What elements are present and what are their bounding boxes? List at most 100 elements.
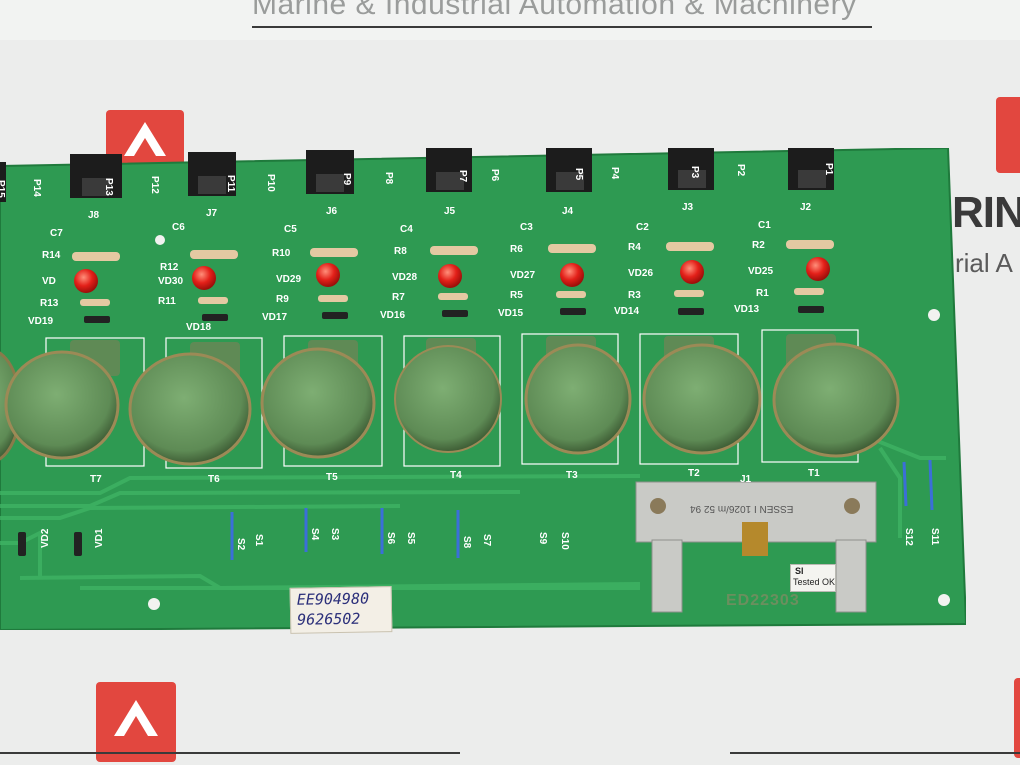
diode-label: VD13 [734,304,759,315]
transformer-label: T3 [566,470,578,481]
bottom-line-left [0,752,460,754]
tested-text: Tested OK [793,577,836,587]
led-label: VD29 [276,274,301,285]
brand-logo-bottom-left [96,682,176,762]
transformer-label: T4 [450,470,462,481]
side-brand-title: RINE [952,188,1020,237]
pin-label: P1 [823,163,834,176]
pin-label: P13 [103,178,114,196]
led-label: VD25 [748,266,773,277]
pin-label: P4 [609,167,620,180]
transformer-label: T5 [326,472,338,483]
diode-label: VD2 [40,528,51,548]
capacitor-label: C6 [172,222,185,233]
switch-label: S3 [329,528,340,541]
diode-label: VD17 [262,312,287,323]
led-indicators [74,257,830,293]
switch-label: S8 [461,536,472,549]
transformer-label: T1 [808,468,820,479]
tested-ok-label: Sl Tested OK [790,564,836,592]
resistor-label: R2 [752,240,765,251]
pin-label: P11 [225,175,236,193]
switch-label: S4 [309,528,320,541]
switch-label: S6 [385,532,396,545]
pcb-traces [0,436,946,591]
capacitor-label: C5 [284,224,297,235]
resistor-label: R1 [756,288,769,299]
diode-label: VD1 [94,528,105,548]
switch-label: S7 [481,534,492,547]
capacitor-label: C2 [636,222,649,233]
brand-logo-top-right [996,97,1020,173]
pin-label: P6 [489,169,500,182]
led-label: VD [42,276,56,287]
pin-label: P7 [457,170,468,183]
jack-label: J3 [682,202,694,213]
transformer-label: T2 [688,468,700,479]
brand-logo-bottom-right [1014,678,1020,758]
pin-label: P2 [735,164,746,177]
board-code: ED22303 [726,592,800,609]
pin-label: P10 [265,174,276,192]
diode-label: VD16 [380,310,405,321]
jack-connectors [0,148,834,202]
pin-label: P3 [689,166,700,179]
pin-label: P12 [149,176,160,194]
led-label: VD30 [158,276,183,287]
pin-label: P9 [341,173,352,186]
led-label: VD28 [392,272,417,283]
diode-label: VD18 [186,322,211,333]
resistor-label: R9 [276,294,289,305]
pin-label: P15 [0,180,6,198]
connector-label: J1 [740,474,752,485]
transformer-label: T7 [90,474,102,485]
jack-label: J4 [562,206,574,217]
diodes [18,306,824,556]
pin-label: P8 [383,172,394,185]
resistor-label: R12 [160,262,179,273]
resistor-label: R6 [510,244,523,255]
resistor-label: R10 [272,248,291,259]
switch-label: S5 [405,532,416,545]
wire-jumpers [230,459,934,560]
tested-logo: Sl [795,566,804,576]
circuit-board: J8 J7 J6 J5 J4 J3 J2 T7 T6 T5 T4 T3 T2 T1 J1 VD2 V… [0,148,966,630]
diode-label: VD15 [498,308,523,319]
sticker-line-2: 9626502 [297,609,361,629]
jack-label: J8 [88,210,100,221]
transformer-cores [0,334,900,466]
pin-label: P5 [573,168,584,181]
resistor-label: R8 [394,246,407,257]
jack-label: J6 [326,206,338,217]
resistor-label: R3 [628,290,641,301]
capacitor-label: C3 [520,222,533,233]
connector-print: ESSEN I 1026/m 52 94 [690,503,794,514]
switch-label: S2 [235,538,246,551]
ribbon-connector [635,481,877,613]
led-label: VD26 [628,268,653,279]
jack-label: J5 [444,206,456,217]
capacitor-label: C4 [400,224,413,235]
bottom-line-right [730,752,1020,754]
side-brand-subtitle: rial A [955,248,1013,278]
resistor-label: R14 [42,250,61,261]
watermark-underline [252,26,872,28]
switch-label: S11 [929,528,940,546]
handwritten-sticker: EE904980 9626502 [289,586,393,634]
sticker-line-1: EE904980 [296,589,370,609]
switch-label: S9 [537,532,548,545]
switch-label: S10 [559,532,570,550]
led-label: VD27 [510,270,535,281]
resistor-label: R13 [40,298,59,309]
silkscreen-labels: J8 J7 J6 J5 J4 J3 J2 T7 T6 T5 T4 T3 T2 T1 J1 VD2 V… [28,202,820,548]
watermark-text: Marine & Industrial Automation & Machine… [252,0,857,21]
resistors [72,240,834,306]
jack-label: J7 [206,208,218,219]
resistor-label: R11 [158,296,176,307]
resistor-label: R5 [510,290,523,301]
switch-label: S1 [253,534,264,547]
jack-label: J2 [800,202,812,213]
diode-label: VD14 [614,306,639,317]
transformer-label: T6 [208,474,220,485]
resistor-label: R7 [392,292,405,303]
